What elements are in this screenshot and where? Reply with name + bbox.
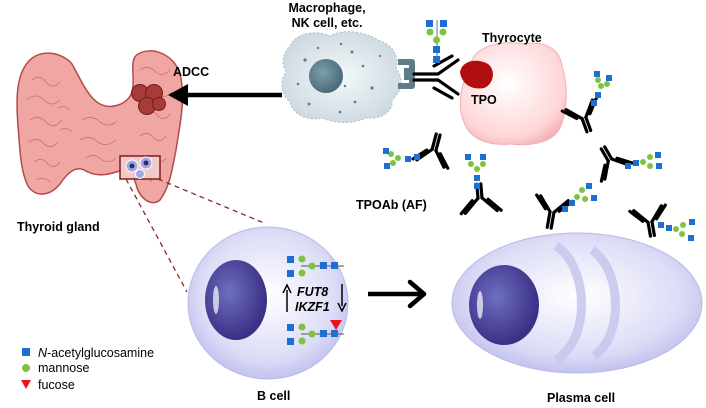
tpo-label: TPO — [471, 93, 497, 107]
plasma-cell-er-1 — [553, 242, 586, 364]
antibody-6 — [628, 203, 667, 238]
thyroid-gland-label: Thyroid gland — [17, 220, 100, 234]
macrophage-label-1: Macrophage, — [288, 1, 365, 15]
differentiation-arrow — [368, 279, 427, 309]
glcnac-square-icon — [22, 348, 30, 356]
antibody-3 — [459, 182, 503, 216]
zoom-line-upper — [157, 178, 265, 224]
legend-fucose-text: fucose — [38, 378, 75, 392]
glycan-2 — [383, 148, 420, 169]
b-cell-glycan-bottom — [287, 320, 344, 345]
legend-glcnac-text: -acetylglucosamine — [47, 346, 154, 360]
target-cell-cluster — [131, 84, 166, 115]
glycan-bridging — [426, 20, 447, 63]
plasma-cell-label: Plasma cell — [547, 391, 615, 405]
glycan-6 — [658, 219, 695, 241]
adcc-label: ADCC — [173, 65, 209, 79]
svg-text:N-acetylglucosamine: N-acetylglucosamine — [38, 346, 154, 360]
plasma-cell — [451, 232, 703, 374]
legend-item-fucose: fucose — [21, 378, 75, 392]
fut8-label: FUT8 — [297, 285, 328, 299]
fc-receptor — [398, 59, 415, 89]
antibody-5 — [535, 193, 574, 230]
b-cell — [187, 226, 349, 380]
glycan-3 — [465, 154, 486, 189]
zoom-line-lower — [125, 178, 188, 293]
thyrocyte — [459, 42, 567, 146]
glycan-4 — [625, 152, 662, 169]
macrophage-nucleus — [309, 59, 343, 93]
legend-mannose-text: mannose — [38, 361, 89, 375]
tpo-antigen — [460, 60, 493, 89]
zoom-box — [119, 155, 161, 180]
legend-glcnac-prefix: N — [38, 346, 48, 360]
fut8-up-arrow — [282, 283, 292, 312]
legend: N-acetylglucosamine mannose fucose — [21, 346, 154, 392]
thyroid-gland — [16, 50, 184, 204]
legend-item-mannose: mannose — [22, 361, 89, 375]
ikzf1-label: IKZF1 — [295, 300, 330, 314]
glycan-1 — [591, 71, 612, 106]
fucose-marker — [330, 320, 342, 330]
macrophage-label-2: NK cell, etc. — [292, 16, 363, 30]
tpoab-label: TPOAb (AF) — [356, 198, 427, 212]
thyrocyte-label: Thyrocyte — [482, 31, 542, 45]
macrophage — [281, 31, 415, 123]
b-cell-label: B cell — [257, 389, 290, 403]
glycan-5 — [562, 183, 597, 212]
antibody-4 — [599, 145, 635, 183]
legend-item-glcnac: N-acetylglucosamine — [22, 346, 154, 360]
mannose-circle-icon — [22, 364, 30, 372]
b-cell-nucleus — [205, 260, 267, 340]
antibody-1 — [560, 97, 598, 134]
antibody-bridging — [412, 54, 460, 100]
antibody-2 — [411, 132, 450, 170]
fucose-triangle-icon — [21, 380, 31, 389]
adcc-arrow — [168, 84, 282, 106]
b-cell-glycan-top — [287, 255, 344, 277]
plasma-cell-er-2 — [589, 246, 620, 360]
plasma-cell-nucleus — [469, 265, 539, 345]
ikzf1-down-arrow — [337, 284, 347, 313]
